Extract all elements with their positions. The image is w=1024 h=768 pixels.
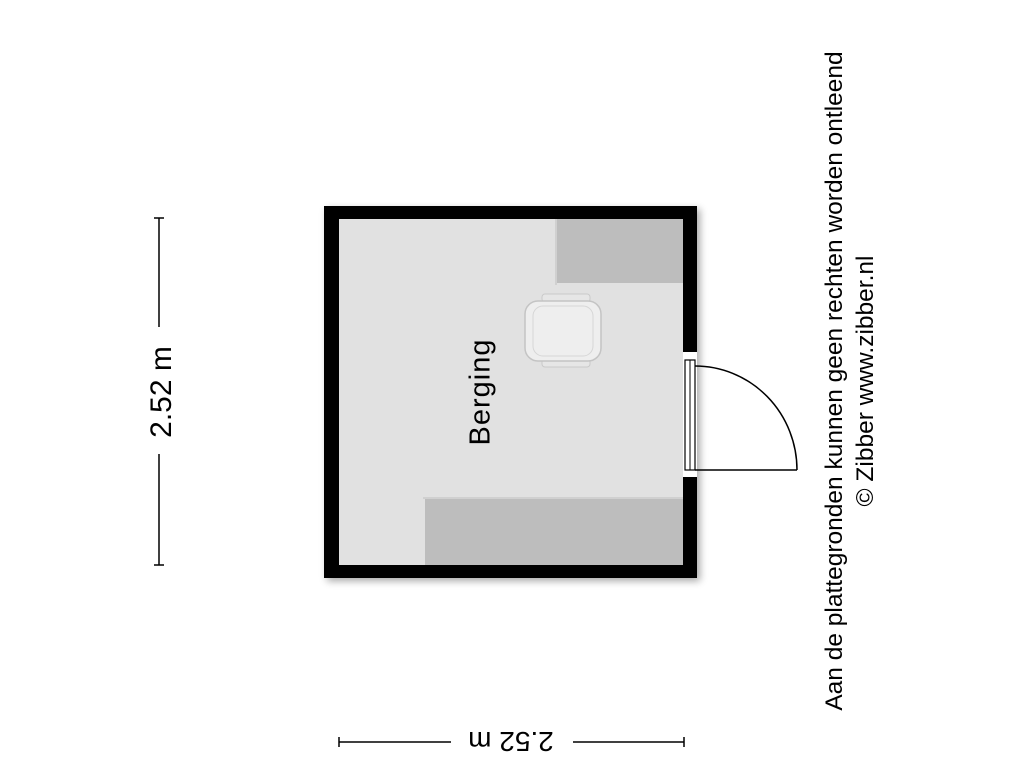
dimension-label-vertical: 2.52 m [145,346,178,438]
workbench-bottom [425,499,683,565]
door-swing-icon [694,365,798,471]
copyright-text: © Zibber www.zibber.nl [851,255,879,507]
room-label: Berging [464,338,497,446]
disclaimer-text: Aan de plattegronden kunnen geen rechten… [820,51,848,711]
dimension-line-vertical [154,217,164,566]
dimension-line-horizontal [338,737,685,747]
chair-icon [524,293,602,368]
workbench-bottom-shadow [423,497,683,499]
storage-cabinet-top-shadow [555,219,557,285]
dimension-label-horizontal: 2.52 m [468,726,554,757]
storage-cabinet-top [557,219,683,283]
